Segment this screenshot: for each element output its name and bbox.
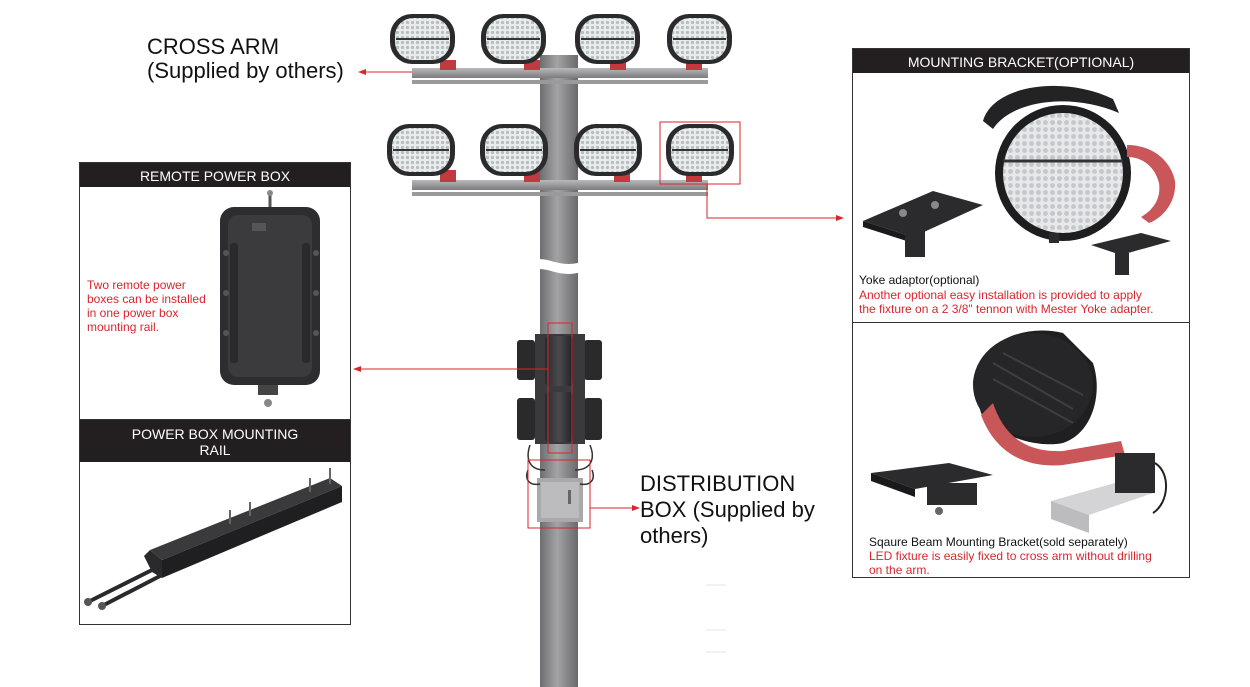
- distribution-box-label: DISTRIBUTION BOX (Supplied by others): [640, 471, 815, 549]
- note-line: in one power box: [87, 306, 179, 320]
- floodlight-fixture: [480, 124, 548, 182]
- yoke-note-line2: the fixture on a 2 3/8" tennon with Mest…: [859, 302, 1154, 316]
- square-note-line2: on the arm.: [869, 563, 930, 577]
- remote-power-box-panel: REMOTE POWER BOX Two remote power boxes …: [79, 162, 351, 420]
- rail-title-line1: POWER BOX MOUNTING: [131, 426, 299, 442]
- floodlight-fixture: [481, 14, 546, 70]
- mounting-bracket-panel: MOUNTING BRACKET(OPTIONAL) Yoke adaptor(…: [852, 48, 1190, 323]
- power-box-highlight: [547, 322, 573, 454]
- square-beam-bracket-image: [871, 330, 1168, 533]
- floodlight-fixture: [667, 14, 732, 70]
- rail-title-line2: RAIL: [199, 442, 231, 458]
- pole-power-box-cluster: [517, 334, 602, 471]
- yoke-adaptor-note: Another optional easy installation is pr…: [859, 288, 1189, 316]
- square-beam-note: LED fixture is easily fixed to cross arm…: [869, 549, 1187, 577]
- floodlight-fixture: [387, 124, 456, 182]
- distribution-box-label-line2: BOX (Supplied by: [640, 497, 815, 522]
- yoke-note-line1: Another optional easy installation is pr…: [859, 288, 1142, 302]
- floodlight-fixture: [390, 14, 456, 70]
- mounting-rail-image: [84, 468, 342, 610]
- distribution-box-label-line3: others): [640, 523, 709, 548]
- distribution-box: [526, 469, 594, 522]
- leader-remote-power-box: [353, 366, 548, 372]
- mounting-bracket-title: MOUNTING BRACKET(OPTIONAL): [853, 49, 1189, 73]
- floodlight-fixture: [666, 124, 734, 182]
- square-beam-caption: Sqaure Beam Mounting Bracket(sold separa…: [869, 535, 1128, 549]
- cross-arm-label: CROSS ARM (Supplied by others): [147, 35, 344, 83]
- square-note-line1: LED fixture is easily fixed to cross arm…: [869, 549, 1152, 563]
- leader-cross-arm: [358, 69, 412, 75]
- floodlight-fixture: [574, 124, 642, 182]
- power-box-mounting-rail-panel: POWER BOX MOUNTING RAIL: [79, 419, 351, 625]
- note-line: mounting rail.: [87, 320, 160, 334]
- fixture-highlight: [659, 121, 741, 185]
- leader-distribution-box: [590, 505, 640, 511]
- floodlight-fixture: [575, 14, 640, 70]
- distribution-box-label-line1: DISTRIBUTION: [640, 471, 796, 496]
- remote-power-box-image: [220, 190, 320, 407]
- remote-power-box-title: REMOTE POWER BOX: [80, 163, 350, 187]
- note-line: Two remote power: [87, 278, 186, 292]
- lower-cross-arm: [412, 180, 708, 196]
- note-line: boxes can be installed: [87, 292, 206, 306]
- cross-arm-label-line2: (Supplied by others): [147, 58, 344, 83]
- yoke-adaptor-caption: Yoke adaptor(optional): [859, 273, 980, 287]
- top-cross-arm: [412, 68, 708, 84]
- faint-marks: [706, 584, 726, 653]
- yoke-adaptor-image: [863, 85, 1176, 275]
- remote-power-box-note: Two remote power boxes can be installed …: [87, 278, 227, 334]
- cross-arm-label-line1: CROSS ARM: [147, 34, 280, 59]
- power-box-mounting-rail-title: POWER BOX MOUNTING RAIL: [80, 420, 350, 462]
- distribution-box-highlight: [527, 459, 591, 529]
- square-beam-bracket-panel: Sqaure Beam Mounting Bracket(sold separa…: [852, 322, 1190, 578]
- leader-mounting-bracket: [706, 184, 844, 221]
